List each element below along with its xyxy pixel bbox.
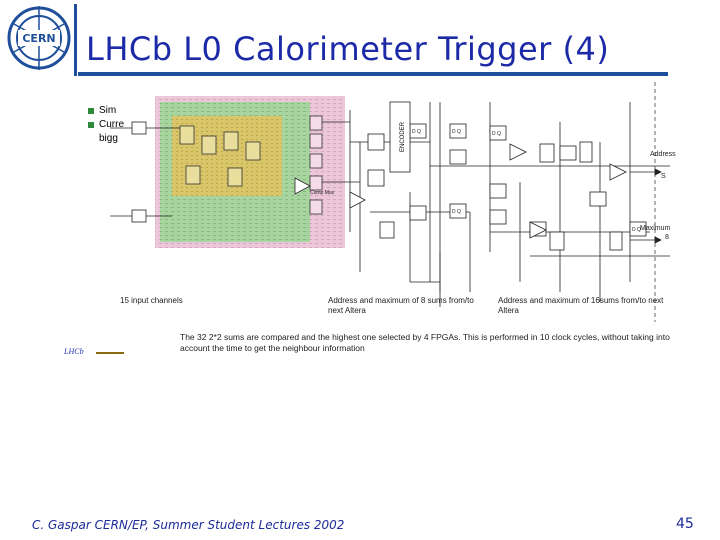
address-16-label: Address and maximum of 16sums from/to ne… bbox=[498, 296, 664, 315]
cern-logo-text: CERN bbox=[22, 32, 55, 45]
svg-text:D Q: D Q bbox=[492, 131, 501, 137]
dq-labels: D Q D Q D Q D Q D Q bbox=[412, 129, 641, 233]
bullet-item: bigg bbox=[99, 133, 118, 144]
svg-text:D Q: D Q bbox=[632, 227, 641, 233]
lhcb-logo: LHCb bbox=[64, 347, 84, 356]
diagram-caption: The 32 2*2 sums are compared and the hig… bbox=[180, 332, 670, 353]
address-output-label: Address bbox=[650, 151, 676, 158]
svg-text:D Q: D Q bbox=[452, 129, 461, 135]
address-output-value: S bbox=[661, 173, 666, 180]
bullet-marker bbox=[88, 108, 94, 114]
footer-credit: C. Gaspar CERN/EP, Summer Student Lectur… bbox=[32, 518, 345, 532]
encoder-label: ENCODER bbox=[400, 121, 406, 152]
bullet-marker bbox=[88, 122, 94, 128]
adder-blocks bbox=[179, 125, 261, 187]
page-title: LHCb L0 Calorimeter Trigger (4) bbox=[86, 30, 610, 68]
bus-lines bbox=[322, 102, 670, 307]
title-underline bbox=[78, 72, 668, 76]
input-registers bbox=[110, 121, 180, 223]
encoder-block bbox=[389, 101, 411, 173]
bullet-item: Sim bbox=[88, 104, 124, 118]
bullet-item: Curre bbox=[88, 118, 124, 132]
output-arrows bbox=[630, 168, 662, 244]
lhcb-logo-rule bbox=[96, 352, 124, 354]
bullet-list: Sim Curre bigg bbox=[88, 104, 124, 146]
svg-text:D Q: D Q bbox=[412, 129, 421, 135]
address-8-label: Address and maximum of 8 sums from/to ne… bbox=[328, 296, 474, 315]
comparators bbox=[294, 143, 627, 239]
trigger-schematic: ENCODER D Q D Q D Q bbox=[110, 82, 676, 322]
cern-logo: CERN bbox=[7, 6, 71, 70]
mux-blocks bbox=[379, 141, 623, 251]
maximum-output-value: 8 bbox=[665, 234, 669, 241]
dq-flipflops bbox=[367, 123, 647, 237]
register-column bbox=[309, 115, 323, 215]
page-number: 45 bbox=[676, 516, 694, 532]
comp-mux-label: Comp Mux bbox=[310, 190, 335, 196]
maximum-output-label: Maximum bbox=[640, 225, 671, 232]
svg-text:D Q: D Q bbox=[452, 209, 461, 215]
input-channels-label: 15 input channels bbox=[120, 296, 183, 305]
title-vertical-bar bbox=[74, 4, 77, 76]
